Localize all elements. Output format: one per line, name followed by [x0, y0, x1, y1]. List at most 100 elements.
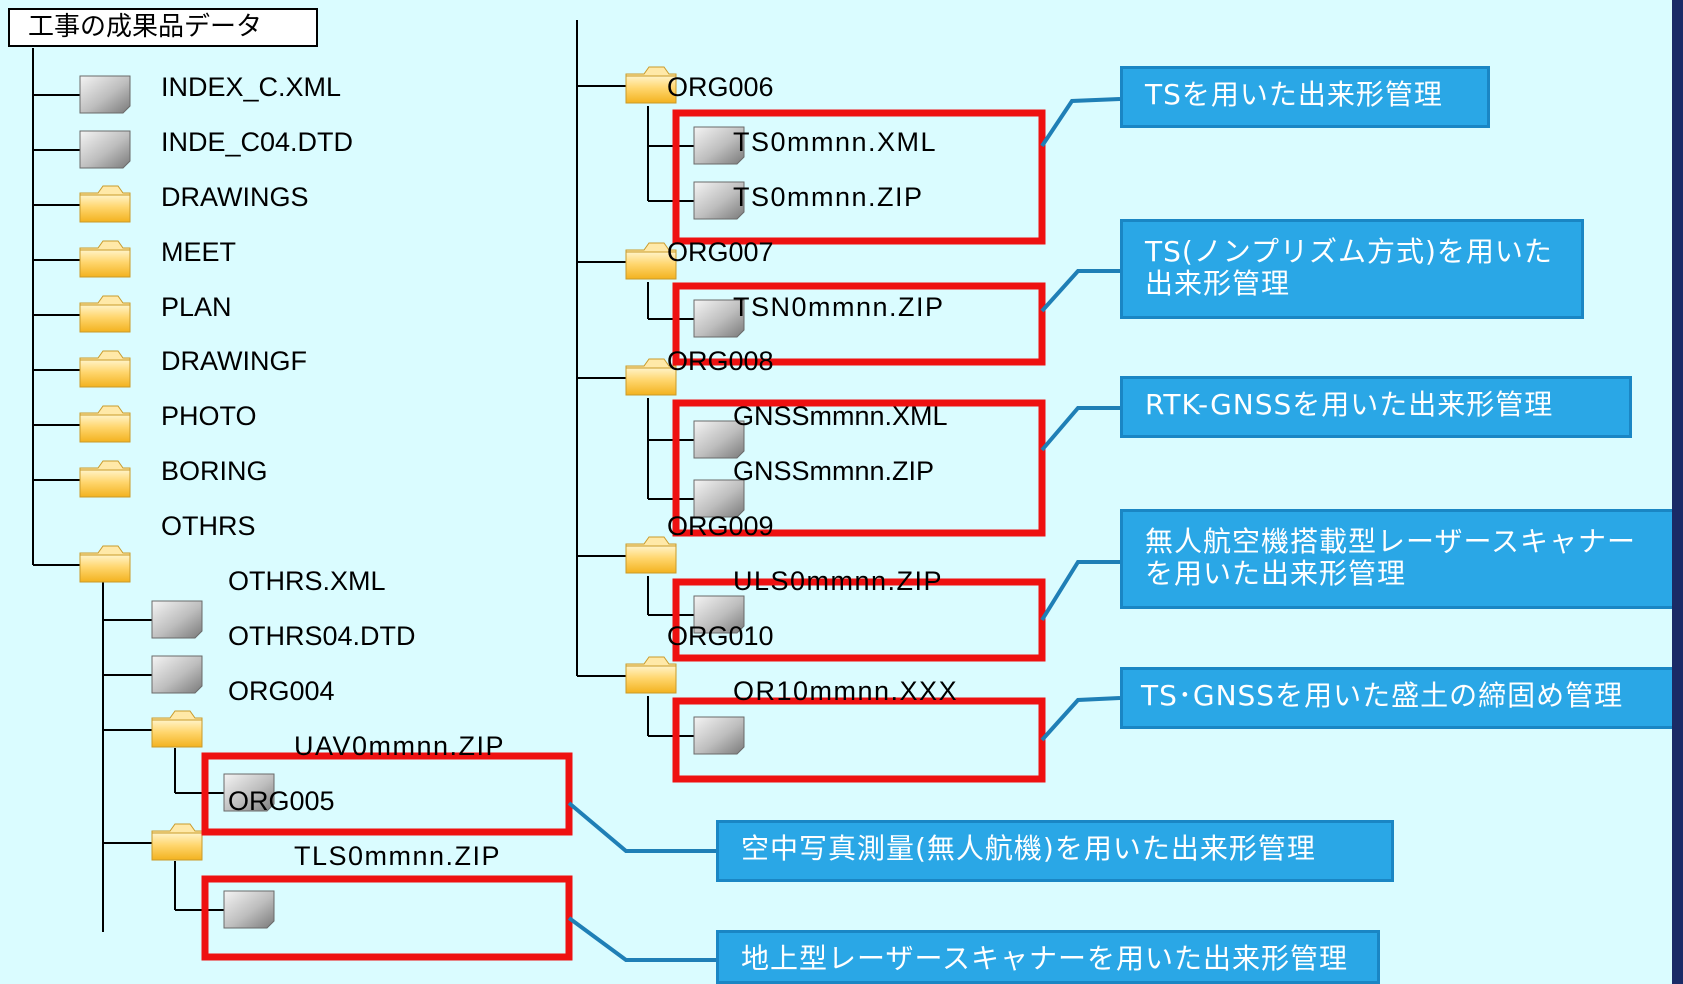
file-icon-body [693, 716, 745, 755]
folder-icon-body [79, 304, 131, 333]
folder-icon-body [625, 75, 677, 104]
highlight-boxes [201, 109, 1046, 961]
folder-icon-tab [79, 460, 131, 471]
file-label-uls0mmnn-zip: ULS0mmnn.ZIP [733, 566, 944, 596]
leader-line [567, 916, 716, 962]
folder-label-meet: MEET [161, 237, 237, 267]
folder-icon-body [79, 554, 131, 583]
folder-icon [79, 185, 131, 223]
folder-icon [79, 240, 131, 278]
leader-line [1040, 97, 1121, 148]
folder-icon [79, 295, 131, 333]
file-icon [693, 126, 745, 165]
highlight-box [672, 282, 1046, 366]
file-icon-body [223, 890, 275, 929]
file-icon-body [79, 130, 131, 169]
file-icon [693, 716, 745, 755]
callout-ts: TSを用いた出来形管理 [1120, 66, 1490, 128]
file-icon [223, 890, 275, 929]
file-icon [693, 420, 745, 459]
folder-icon [625, 536, 677, 574]
folder-icon-tab [151, 823, 203, 834]
file-label-othrs-xml: OTHRS.XML [228, 566, 386, 596]
folder-label-othrs: OTHRS [161, 511, 256, 541]
file-label-inde-c04: INDE_C04.DTD [161, 127, 354, 157]
file-icon [693, 299, 745, 338]
file-label-tls0mmnn: TLS0mmnn.ZIP [294, 841, 502, 871]
callout-rtk-gnss: RTK-GNSSを用いた出来形管理 [1120, 376, 1632, 438]
folder-icon-body [79, 414, 131, 443]
file-label-ts0mmnn-xml: TS0mmnn.XML [733, 127, 938, 157]
folder-icon-tab [79, 295, 131, 306]
file-label-gnssmmnn-zip: GNSSmmnn.ZIP [733, 456, 935, 486]
highlight-box [201, 752, 573, 836]
folder-icon-body [79, 249, 131, 278]
folder-icon [625, 242, 677, 280]
folder-icon-tab [79, 240, 131, 251]
tree-icons [79, 66, 745, 929]
file-icon [151, 655, 203, 694]
file-icon-body [151, 600, 203, 639]
leader-line [1040, 269, 1120, 313]
folder-icon-body [79, 469, 131, 498]
folder-icon [151, 823, 203, 861]
folder-label-drawings: DRAWINGS [161, 182, 309, 212]
file-icon-body [693, 595, 745, 634]
folder-icon-body [625, 545, 677, 574]
callout-ts-nonprism: TS(ノンプリズム方式)を用いた出来形管理 [1120, 219, 1584, 319]
file-icon [693, 479, 745, 518]
folder-icon-tab [79, 185, 131, 196]
file-icon-body [151, 655, 203, 694]
file-icon-body [223, 773, 275, 812]
file-icon [693, 595, 745, 634]
folder-label-org008: ORG008 [667, 346, 774, 376]
file-icon-body [693, 420, 745, 459]
folder-icon-tab [625, 656, 677, 667]
file-icon [79, 130, 131, 169]
folder-icon-body [79, 194, 131, 223]
file-label-index-c: INDEX_C.XML [161, 72, 342, 102]
folder-icon-tab [151, 710, 203, 721]
file-icon [151, 600, 203, 639]
folder-label-boring: BORING [161, 456, 268, 486]
folder-label-org004: ORG004 [228, 676, 335, 706]
folder-label-org007: ORG007 [667, 237, 774, 267]
leader-line [1040, 560, 1120, 622]
folder-label-org006: ORG006 [667, 72, 774, 102]
folder-icon [151, 710, 203, 748]
file-icon-body [693, 181, 745, 220]
leader-line [1040, 696, 1121, 742]
folder-icon-body [151, 832, 203, 861]
file-icon-body [693, 299, 745, 338]
highlight-box [672, 109, 1046, 245]
file-label-othrs04-dtd: OTHRS04.DTD [228, 621, 416, 651]
callout-ts-gnss-compaction: TS･GNSSを用いた盛土の締固め管理 [1120, 667, 1676, 729]
folder-label-org009: ORG009 [667, 511, 774, 541]
folder-icon-tab [79, 405, 131, 416]
file-label-ts0mmnn-zip: TS0mmnn.ZIP [733, 182, 924, 212]
folder-icon-body [625, 367, 677, 396]
highlight-box [672, 399, 1046, 537]
callout-uav-laser: 無人航空機搭載型レーザースキャナーを用いた出来形管理 [1120, 509, 1676, 609]
file-icon-body [693, 479, 745, 518]
file-label-uav0mmnn: UAV0mmnn.ZIP [294, 731, 506, 761]
file-icon [223, 773, 275, 812]
callout-terrestrial-laser: 地上型レーザースキャナーを用いた出来形管理 [716, 930, 1380, 984]
callout-leaders [567, 97, 1121, 962]
folder-icon [79, 545, 131, 583]
file-icon [693, 181, 745, 220]
folder-label-drawingf: DRAWINGF [161, 346, 307, 376]
leader-line [567, 801, 716, 853]
folder-icon-body [625, 665, 677, 694]
file-label-or10mmnn-xxx: OR10mmnn.XXX [733, 676, 959, 706]
leader-line [1040, 406, 1120, 452]
folder-icon [625, 358, 677, 396]
folder-label-plan: PLAN [161, 292, 232, 322]
folder-icon [625, 66, 677, 104]
folder-icon [625, 656, 677, 694]
callout-aerial-photo: 空中写真測量(無人航機)を用いた出来形管理 [716, 820, 1394, 882]
folder-icon-body [625, 251, 677, 280]
file-label-gnssmmnn-xml: GNSSmmnn.XML [733, 401, 948, 431]
file-label-tsn0mmnn-zip: TSN0mmnn.ZIP [733, 292, 945, 322]
